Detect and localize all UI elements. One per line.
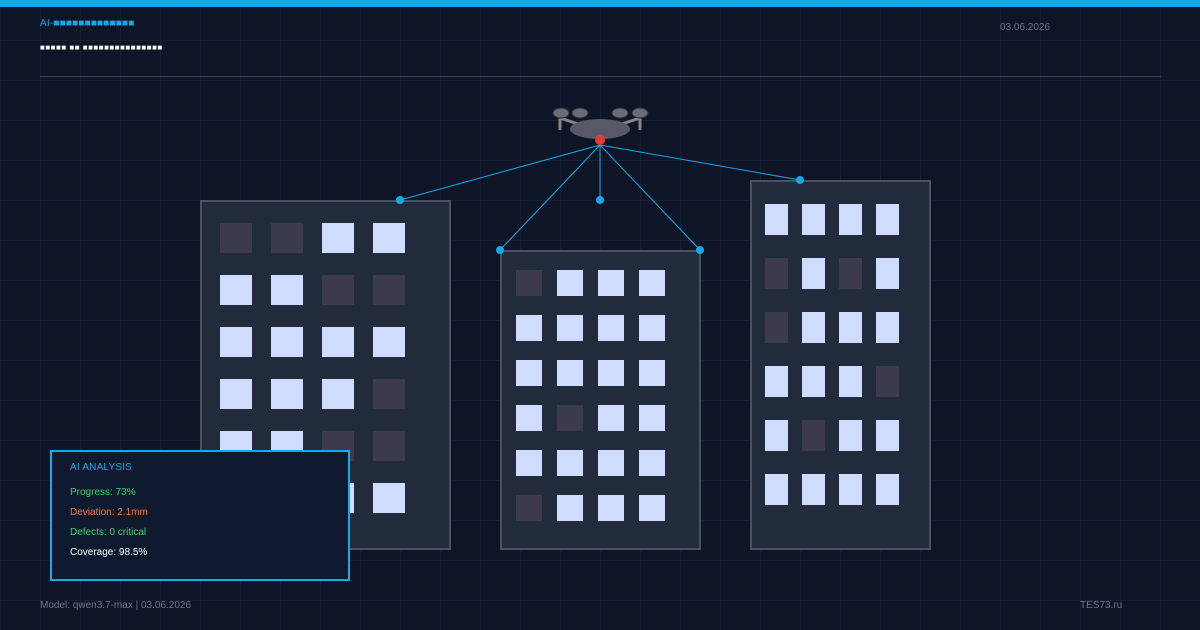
window-lit xyxy=(271,379,303,409)
window-lit xyxy=(876,474,899,505)
footer-model-info: Model: qwen3.7-max | 03.06.2026 xyxy=(40,600,192,611)
panel-title: AI ANALYSIS xyxy=(70,462,133,473)
window-lit xyxy=(598,405,624,431)
page-subtitle: ■■■■■ ■■ ■■■■■■■■■■■■■■■ xyxy=(40,43,163,52)
header-divider xyxy=(40,76,1161,77)
window-lit xyxy=(639,315,665,341)
window-dark xyxy=(322,275,354,305)
window-lit xyxy=(802,312,825,343)
window-dark xyxy=(802,420,825,451)
window-lit xyxy=(765,366,788,397)
progress-metric: Progress: 73% xyxy=(70,487,136,498)
window-lit xyxy=(639,360,665,386)
window-lit xyxy=(839,312,862,343)
window-lit xyxy=(322,223,354,253)
scan-lines xyxy=(399,144,801,251)
window-lit xyxy=(557,270,583,296)
window-lit xyxy=(876,420,899,451)
window-lit xyxy=(639,270,665,296)
building-center-windows xyxy=(516,270,665,521)
window-dark xyxy=(220,223,252,253)
window-dark xyxy=(765,258,788,289)
window-lit xyxy=(802,474,825,505)
window-lit xyxy=(802,204,825,235)
window-lit xyxy=(639,450,665,476)
window-lit xyxy=(876,312,899,343)
window-lit xyxy=(839,474,862,505)
window-lit xyxy=(598,450,624,476)
scan-line xyxy=(399,144,601,201)
window-lit xyxy=(557,360,583,386)
defects-metric: Defects: 0 critical xyxy=(70,527,147,538)
building-right-windows xyxy=(765,204,899,505)
window-dark xyxy=(373,431,405,461)
ai-analysis-panel: AI ANALYSIS Progress: 73% Deviation: 2.1… xyxy=(50,450,350,581)
window-dark xyxy=(765,312,788,343)
scan-point xyxy=(596,196,604,204)
window-lit xyxy=(639,405,665,431)
window-dark xyxy=(516,270,542,296)
scan-line xyxy=(599,144,801,181)
coverage-metric: Coverage: 98.5% xyxy=(70,547,148,558)
footer-brand: TES73.ru xyxy=(1080,600,1123,611)
window-lit xyxy=(322,327,354,357)
window-dark xyxy=(373,379,405,409)
window-lit xyxy=(220,275,252,305)
scan-line xyxy=(499,144,601,251)
scan-point xyxy=(796,176,804,184)
page-title: AI-■■■■■■■■■■■■■ xyxy=(40,18,135,29)
window-lit xyxy=(516,450,542,476)
window-lit xyxy=(220,327,252,357)
scan-point xyxy=(396,196,404,204)
window-lit xyxy=(598,360,624,386)
window-lit xyxy=(598,270,624,296)
window-lit xyxy=(516,405,542,431)
window-dark xyxy=(557,405,583,431)
scan-point xyxy=(696,246,704,254)
window-lit xyxy=(839,204,862,235)
deviation-metric: Deviation: 2.1mm xyxy=(70,507,148,518)
window-lit xyxy=(373,327,405,357)
window-dark xyxy=(839,258,862,289)
window-dark xyxy=(516,495,542,521)
window-lit xyxy=(373,483,405,513)
window-lit xyxy=(557,315,583,341)
window-lit xyxy=(839,420,862,451)
window-dark xyxy=(373,275,405,305)
window-lit xyxy=(876,258,899,289)
window-lit xyxy=(639,495,665,521)
window-lit xyxy=(839,366,862,397)
window-lit xyxy=(557,495,583,521)
scan-point xyxy=(496,246,504,254)
drone-icon xyxy=(552,107,649,145)
window-lit xyxy=(373,223,405,253)
window-dark xyxy=(876,366,899,397)
window-lit xyxy=(876,204,899,235)
window-lit xyxy=(598,495,624,521)
window-lit xyxy=(271,327,303,357)
window-lit xyxy=(516,360,542,386)
window-lit xyxy=(220,379,252,409)
window-lit xyxy=(322,379,354,409)
window-dark xyxy=(271,223,303,253)
scan-points xyxy=(396,176,804,254)
window-lit xyxy=(765,204,788,235)
building-right xyxy=(750,180,931,550)
window-lit xyxy=(557,450,583,476)
window-lit xyxy=(271,275,303,305)
window-lit xyxy=(765,474,788,505)
window-lit xyxy=(516,315,542,341)
window-lit xyxy=(802,366,825,397)
window-lit xyxy=(598,315,624,341)
building-center xyxy=(500,250,701,550)
window-lit xyxy=(765,420,788,451)
scan-line xyxy=(599,144,701,251)
drone-marker xyxy=(595,135,605,145)
header-date: 03.06.2026 xyxy=(1000,22,1051,33)
window-lit xyxy=(802,258,825,289)
top-accent-bar xyxy=(0,0,1200,7)
